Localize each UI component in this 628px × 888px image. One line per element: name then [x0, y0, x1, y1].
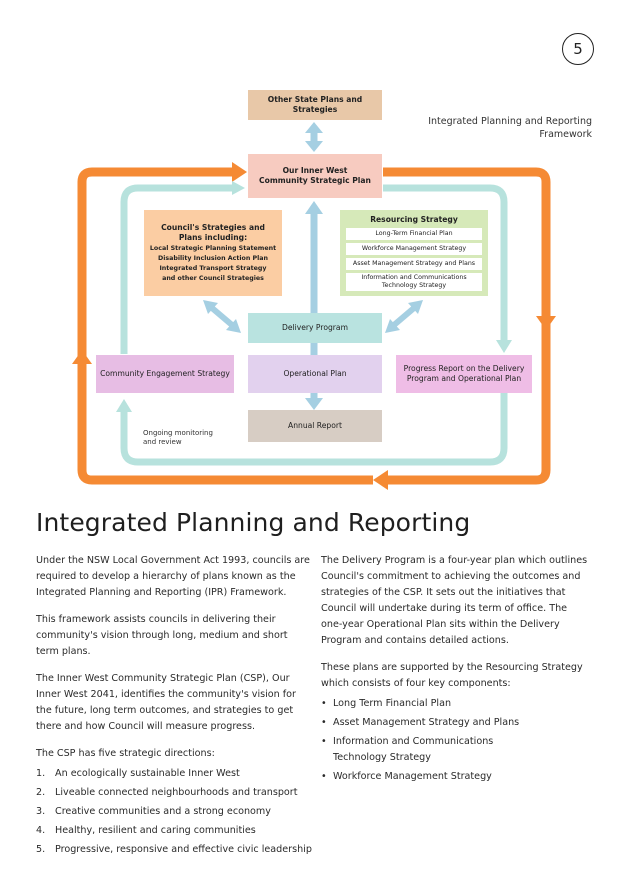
teal-loop-left	[120, 184, 232, 354]
other-state-plans-box: Other State Plans and Strategies	[248, 90, 382, 120]
teal-arrowhead-down	[496, 340, 512, 353]
list-number: 3.	[36, 806, 46, 817]
list-item: 4. Healthy, resilient and caring communit…	[36, 823, 312, 839]
annual-report-box: Annual Report	[248, 410, 382, 442]
list-number: 4.	[36, 825, 46, 836]
list-item: • Workforce Management Strategy	[321, 769, 589, 785]
operational-plan-label: Operational Plan	[283, 369, 347, 378]
bullet-glyph: •	[321, 698, 327, 709]
bullet-glyph: •	[321, 736, 327, 747]
monitoring-note: Ongoing monitoring and review	[143, 429, 213, 446]
orange-arrowhead-left	[373, 470, 388, 490]
list-text: Asset Management Strategy and Plans	[333, 717, 520, 728]
list-item: 3. Creative communities and a strong econ…	[36, 804, 312, 820]
council-strategies-box: Council's Strategies and Plans including…	[144, 210, 282, 296]
left-paragraph: Under the NSW Local Government Act 1993,…	[36, 555, 310, 598]
council-strategy-item: Integrated Transport Strategy	[159, 264, 267, 272]
page-number: 5	[562, 33, 594, 65]
community-engagement-label: Community Engagement Strategy	[100, 369, 230, 378]
teal-loop-bottom	[120, 393, 508, 466]
progress-report-label: Progress Report on the Delivery Program …	[403, 364, 525, 383]
other-state-label: Other State Plans and Strategies	[267, 95, 363, 114]
resourcing-components-list: • Long Term Financial Plan • Asset Managem…	[321, 696, 589, 785]
right-column: The Delivery Program is a four-year plan…	[321, 553, 589, 788]
orange-arrowhead-down	[536, 316, 556, 330]
teal-loop-right	[383, 184, 508, 340]
state-csp-arrow-up	[305, 122, 323, 133]
list-number: 2.	[36, 787, 46, 798]
council-strategy-item: Local Strategic Planning Statement	[149, 244, 277, 252]
list-number: 1.	[36, 768, 46, 779]
left-paragraph: The CSP has five strategic directions:	[36, 748, 215, 759]
state-csp-arrow-down	[305, 141, 323, 152]
framework-caption: Integrated Planning and Reporting Framew…	[428, 116, 592, 140]
csp-label: Our Inner West Community Strategic Plan	[259, 166, 371, 185]
list-number: 5.	[36, 844, 46, 855]
list-item: • Information and Communications Technolo…	[321, 734, 589, 766]
bullet-glyph: •	[321, 771, 327, 782]
bullet-glyph: •	[321, 717, 327, 728]
list-text: Creative communities and a strong econom…	[55, 806, 271, 817]
teal-arrowhead-right	[232, 181, 245, 195]
delivery-program-label: Delivery Program	[282, 323, 348, 332]
council-strategy-item: Disability Inclusion Action Plan	[157, 254, 269, 262]
resourcing-item: Long-Term Financial Plan	[346, 228, 482, 240]
resourcing-delivery-arrow	[385, 300, 423, 333]
list-text: Long Term Financial Plan	[333, 698, 452, 709]
ipr-framework-diagram	[72, 122, 556, 490]
right-paragraph: The Delivery Program is a four-year plan…	[321, 555, 588, 646]
left-paragraph: This framework assists councils in deliv…	[36, 614, 288, 657]
annual-report-label: Annual Report	[288, 421, 342, 430]
left-paragraph: The Inner West Community Strategic Plan …	[36, 673, 296, 732]
spine-arrowhead-down	[305, 398, 323, 410]
right-paragraph: These plans are supported by the Resourc…	[321, 662, 583, 689]
list-text: Liveable connected neighbourhoods and tr…	[55, 787, 298, 798]
orange-arrowhead-right	[232, 162, 247, 182]
resourcing-item: Asset Management Strategy and Plans	[346, 258, 482, 270]
resourcing-item: Workforce Management Strategy	[346, 243, 482, 255]
resourcing-title: Resourcing Strategy	[370, 215, 458, 224]
teal-arrowhead-up-left	[116, 399, 132, 412]
csp-box: Our Inner West Community Strategic Plan	[248, 154, 382, 198]
resourcing-item: Information and Communications Technolog…	[346, 273, 482, 291]
list-text: An ecologically sustainable Inner West	[55, 768, 240, 779]
operational-plan-box: Operational Plan	[248, 355, 382, 393]
list-item: • Asset Management Strategy and Plans	[321, 715, 589, 731]
list-text: Information and Communications Technolog…	[333, 736, 494, 763]
orange-arrowhead-up	[72, 350, 92, 364]
list-item: 5. Progressive, responsive and effective …	[36, 842, 312, 858]
left-column: Under the NSW Local Government Act 1993,…	[36, 553, 312, 861]
progress-report-box: Progress Report on the Delivery Program …	[396, 355, 532, 393]
list-text: Progressive, responsive and effective ci…	[55, 844, 312, 855]
orange-loop-left	[77, 167, 373, 485]
resourcing-strategy-box: Resourcing Strategy Long-Term Financial …	[340, 210, 488, 296]
list-item: • Long Term Financial Plan	[321, 696, 589, 712]
list-text: Workforce Management Strategy	[333, 771, 492, 782]
council-strategy-item: and other Council Strategies	[162, 274, 264, 282]
strategic-directions-list: 1. An ecologically sustainable Inner West…	[36, 766, 312, 858]
community-engagement-box: Community Engagement Strategy	[96, 355, 234, 393]
delivery-program-box: Delivery Program	[248, 313, 382, 343]
list-item: 2. Liveable connected neighbourhoods and …	[36, 785, 312, 801]
list-text: Healthy, resilient and caring communitie…	[55, 825, 256, 836]
page-heading: Integrated Planning and Reporting	[36, 508, 471, 537]
council-strategies-title: Council's Strategies and Plans including…	[161, 222, 265, 242]
spine-arrowhead-up	[305, 201, 323, 214]
list-item: 1. An ecologically sustainable Inner West	[36, 766, 312, 782]
council-delivery-arrow	[203, 300, 241, 333]
